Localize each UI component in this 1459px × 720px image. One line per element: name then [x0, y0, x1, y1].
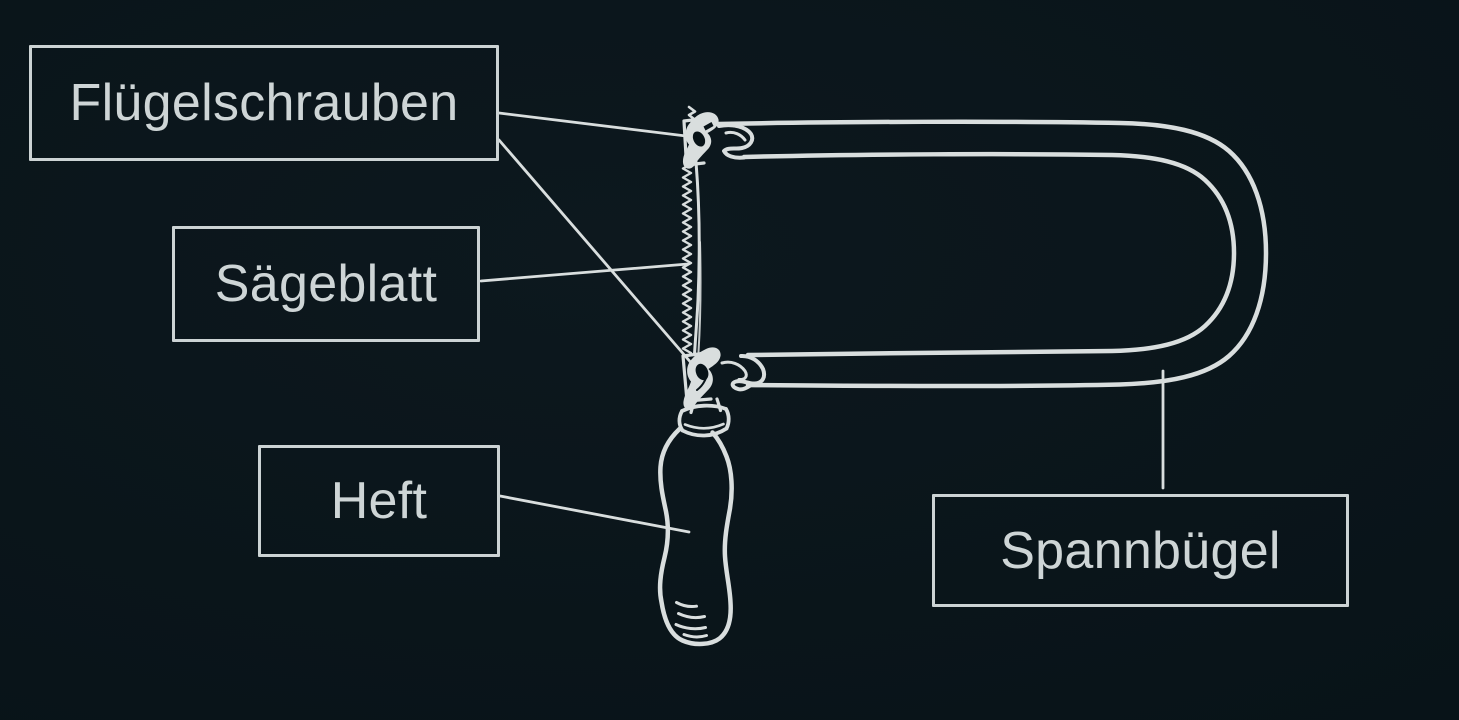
handle-grip-lines: [674, 601, 708, 639]
blade-back-line: [693, 160, 701, 356]
label-saegeblatt-text: Sägeblatt: [214, 255, 438, 313]
label-heft: Heft: [258, 445, 500, 557]
wing-screw-bottom-notch: [696, 377, 707, 391]
saw-handle: [657, 403, 734, 647]
label-saegeblatt: Sägeblatt: [172, 226, 480, 342]
handle-ferrule-band: [683, 422, 725, 430]
handle-outline: [657, 426, 734, 647]
frame-top-nose-accent: [724, 130, 747, 142]
leader-lines: [479, 111, 1165, 534]
label-spannbuegel: Spannbügel: [932, 494, 1349, 607]
frame-inner-line: [741, 151, 1237, 358]
leader-fluegelschrauben-bottom: [497, 138, 695, 367]
blade-teeth: [681, 162, 693, 355]
wing-screw-top-hole: [692, 131, 706, 147]
leader-fluegelschrauben-top: [497, 111, 688, 138]
label-fluegelschrauben: Flügelschrauben: [29, 45, 499, 161]
frame-outer-line: [715, 119, 1269, 389]
saw-frame: [715, 119, 1269, 392]
blade-back-line-2: [697, 241, 702, 353]
label-heft-text: Heft: [330, 472, 428, 530]
frame-top-nose: [717, 123, 755, 160]
frame-bottom-beak-accent: [720, 360, 748, 382]
top-clamp: [682, 112, 719, 169]
label-fluegelschrauben-text: Flügelschrauben: [69, 74, 459, 132]
leader-heft: [498, 494, 691, 534]
wing-screw-top-slot: [703, 122, 714, 131]
frame-bottom-beak: [730, 353, 767, 392]
bottom-clamp: [681, 347, 723, 415]
label-spannbuegel-text: Spannbügel: [1000, 521, 1281, 580]
blade-tip-squiggle: [687, 105, 697, 121]
leader-saegeblatt: [479, 262, 690, 283]
wing-screw-bottom-hole: [695, 363, 709, 381]
saw-blade: [681, 105, 702, 356]
handle-ferrule: [677, 403, 731, 438]
